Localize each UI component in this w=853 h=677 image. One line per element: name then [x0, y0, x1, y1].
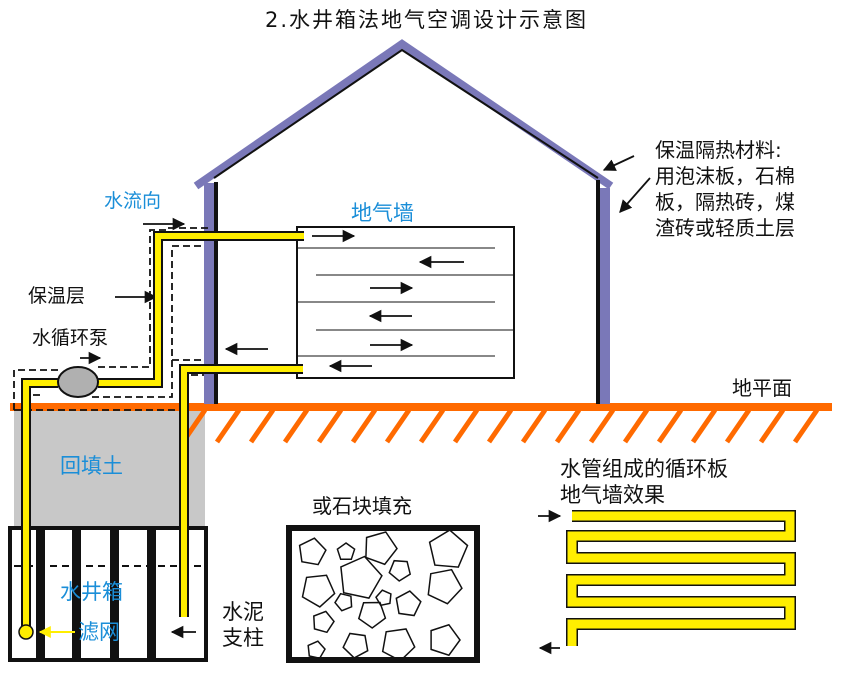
filter-icon	[18, 624, 34, 640]
flow-arrows	[80, 155, 651, 655]
page-title: 2.水井箱法地气空调设计示意图	[264, 8, 589, 32]
circulation-panel	[566, 510, 796, 646]
insulation-note-line2: 用泡沫板，石棉	[655, 164, 795, 188]
ground-surface	[10, 403, 832, 444]
house	[193, 39, 614, 404]
insulation-note-line3: 板，隔热砖，煤	[655, 190, 795, 214]
stone-fill-box	[286, 525, 480, 663]
backfill-label: 回填土	[60, 454, 123, 478]
insulation-layer-label: 保温层	[28, 285, 86, 307]
earth-wall-label: 地气墙	[351, 201, 414, 225]
water-pump-label: 水循环泵	[32, 327, 109, 349]
earth-wall-panel	[296, 226, 515, 379]
stone-fill-label: 或石块填充	[312, 494, 412, 518]
panel-caption-line1: 水管组成的循环板	[560, 457, 728, 481]
water-pump-icon	[57, 366, 99, 398]
backfill-soil	[14, 408, 205, 528]
water-well-box-label: 水井箱	[60, 580, 123, 604]
panel-caption-line2: 地气墙效果	[560, 483, 665, 507]
filter-label: 滤网	[78, 620, 120, 644]
pillar-label-line2: 支柱	[222, 626, 264, 650]
insulation-note-line1: 保温隔热材料:	[655, 138, 782, 162]
water-pipe-fill	[23, 233, 304, 632]
water-flow-label: 水流向	[104, 190, 162, 212]
insulation-note-line4: 渣砖或轻质土层	[655, 216, 795, 240]
pillar-label-line1: 水泥	[222, 600, 264, 624]
ground-level-label: 地平面	[732, 376, 792, 400]
